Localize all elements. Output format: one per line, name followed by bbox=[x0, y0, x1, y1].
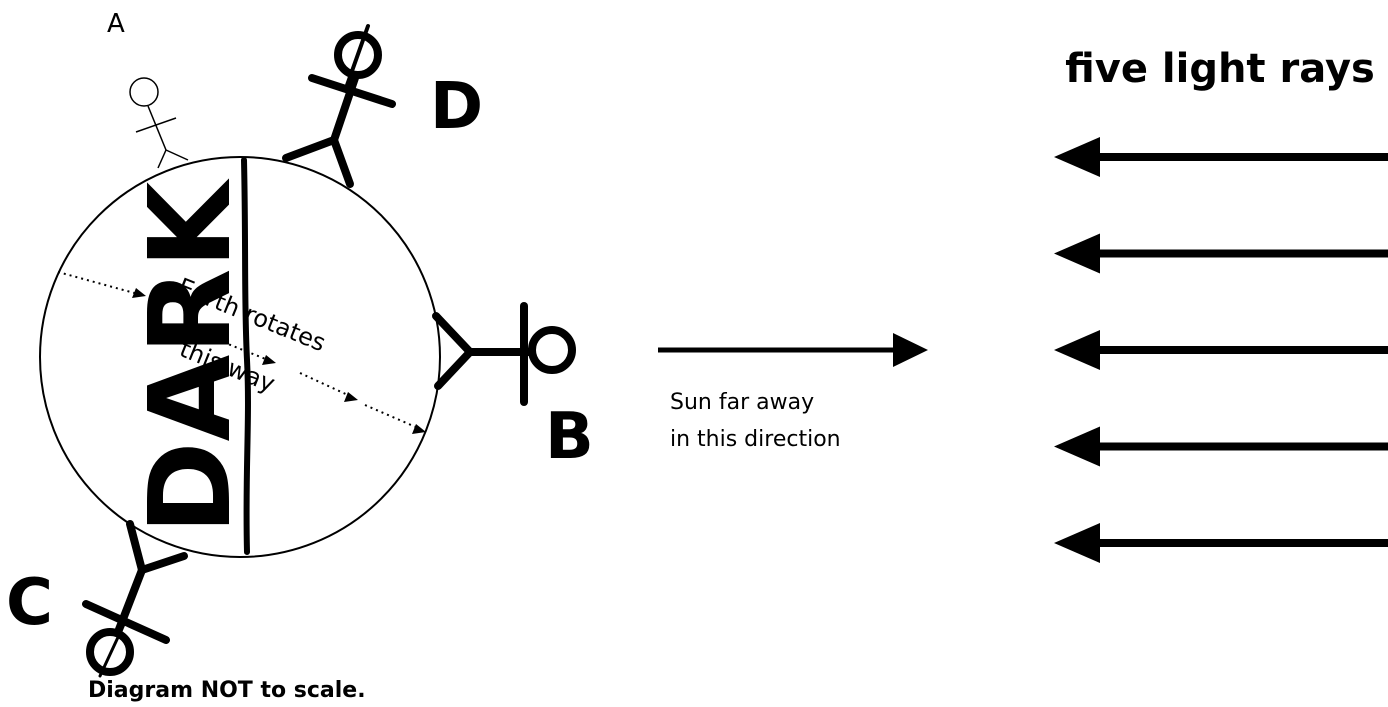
light-ray bbox=[1054, 137, 1388, 177]
rays-title: five light rays bbox=[1065, 46, 1375, 92]
person-c-leg bbox=[138, 552, 188, 574]
person-b-head bbox=[528, 326, 576, 374]
light-ray bbox=[1054, 426, 1388, 467]
person-d-body bbox=[330, 71, 360, 144]
person-b-label: B bbox=[545, 400, 594, 474]
scale-note-emphasis: NOT bbox=[201, 678, 253, 703]
person-d-leg bbox=[330, 136, 354, 188]
sun-label-line2: in this direction bbox=[670, 427, 841, 452]
scale-note-suffix: to scale. bbox=[253, 678, 366, 703]
person-a-leg bbox=[157, 149, 167, 169]
rotation-arrowhead bbox=[262, 355, 276, 365]
light-ray-arrowhead bbox=[1054, 523, 1100, 563]
light-ray bbox=[1054, 233, 1388, 274]
person-a-head bbox=[129, 77, 159, 107]
light-ray-arrowhead bbox=[1054, 426, 1100, 467]
light-ray-arrowhead bbox=[1054, 233, 1100, 274]
light-ray bbox=[1054, 330, 1388, 370]
sun-direction-arrow bbox=[658, 333, 928, 367]
sun-arrowhead bbox=[893, 333, 928, 367]
light-ray bbox=[1054, 523, 1388, 563]
scale-note-prefix: Diagram bbox=[88, 678, 201, 703]
light-rays bbox=[1054, 137, 1388, 563]
person-d-label: D bbox=[430, 70, 483, 144]
person-a-arms bbox=[135, 117, 177, 133]
person-a-leg bbox=[165, 149, 189, 161]
rotation-arrowheads bbox=[132, 288, 426, 434]
person-c-figure bbox=[82, 520, 188, 678]
day-night-terminator bbox=[241, 157, 251, 555]
person-b-figure bbox=[432, 302, 576, 406]
person-a-figure bbox=[129, 77, 189, 169]
earth-circle bbox=[39, 156, 441, 558]
person-d-arms bbox=[308, 74, 396, 108]
person-a-label: A bbox=[107, 9, 125, 39]
person-c-head bbox=[86, 628, 134, 676]
person-d-leg bbox=[282, 136, 338, 162]
person-a-body bbox=[147, 105, 167, 151]
scale-note: Diagram NOT to scale. bbox=[88, 678, 366, 703]
light-ray-arrowhead bbox=[1054, 330, 1100, 370]
light-ray-arrowhead bbox=[1054, 137, 1100, 177]
person-d-head-stroke bbox=[344, 24, 370, 90]
person-b-leg bbox=[432, 312, 474, 356]
person-c-label: C bbox=[6, 566, 53, 640]
rotation-arrowhead bbox=[132, 288, 146, 298]
earth bbox=[39, 156, 441, 558]
sun-label-line1: Sun far away bbox=[670, 390, 814, 415]
person-d-figure bbox=[282, 24, 396, 188]
person-c-head-stroke bbox=[98, 618, 128, 678]
dark-label: DARK bbox=[126, 177, 256, 534]
rotation-arrowhead bbox=[344, 392, 358, 402]
rotation-arrow bbox=[57, 271, 139, 295]
rotation-arrowhead bbox=[412, 424, 426, 434]
person-b-leg bbox=[434, 348, 474, 390]
rotation-arrow bbox=[364, 404, 419, 429]
rotation-arrows bbox=[57, 271, 419, 429]
person-c-leg bbox=[126, 520, 146, 574]
